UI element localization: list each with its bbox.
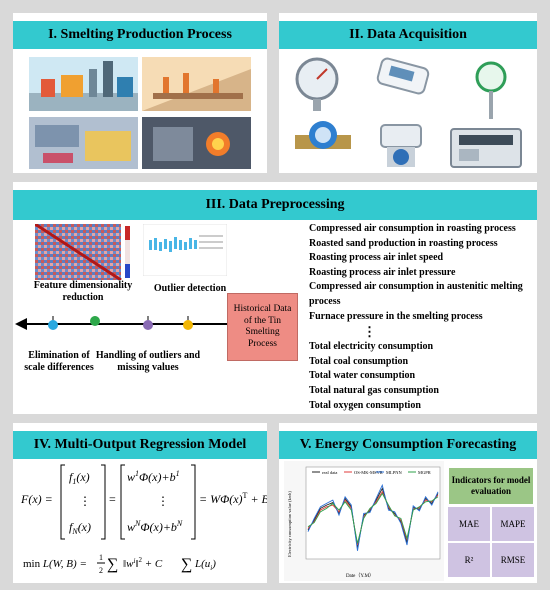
sensor-devices	[295, 57, 522, 168]
water-meter-icon	[295, 121, 351, 149]
series-line-3	[307, 492, 439, 544]
electricity-meter-icon	[450, 128, 522, 168]
section-regression-model: IV. Multi-Output Regression Model F(x) =…	[13, 423, 267, 583]
smelting-photos	[29, 57, 251, 169]
step-dot-outlier	[183, 320, 193, 330]
legend-label-3: MGPR	[418, 470, 431, 475]
metric-rmse: RMSE	[492, 543, 534, 577]
section-title: I. Smelting Production Process	[13, 21, 267, 49]
section-title: V. Energy Consumption Forecasting	[279, 431, 537, 459]
variable-item: Total oxygen consumption	[309, 399, 421, 411]
variable-item: Total natural gas consumption	[309, 384, 439, 396]
svg-text:fN(x): fN(x)	[69, 520, 91, 536]
legend-label-0: real data	[322, 470, 337, 475]
variable-item: Roasting process air inlet speed	[309, 252, 444, 264]
section-smelting-process: I. Smelting Production Process	[13, 13, 267, 173]
metric-r2: R²	[448, 543, 490, 577]
step-dot-scale	[48, 320, 58, 330]
section-data-preprocessing: III. Data Preprocessing Feature	[13, 182, 537, 414]
feature-dimensionality-label: Feature dimensionality reduction	[33, 280, 133, 303]
svg-text:∑: ∑	[107, 556, 118, 573]
svg-text:1: 1	[99, 553, 103, 562]
svg-text:F(x) =: F(x) =	[20, 492, 53, 506]
section-title: IV. Multi-Output Regression Model	[13, 431, 267, 459]
svg-text:‖wi‖2 + C: ‖wi‖2 + C	[123, 556, 163, 570]
metric-mape: MAPE	[492, 507, 534, 541]
preprocessing-timeline	[15, 316, 227, 330]
variable-list: Compressed air consumption in roasting p…	[309, 222, 535, 413]
variable-item: Roasting process air inlet pressure	[309, 266, 456, 278]
svg-text:2: 2	[99, 566, 103, 575]
ellipsis-icon: ⋮	[363, 324, 376, 340]
section-title: II. Data Acquisition	[279, 21, 537, 49]
outlier-detection-label: Outlier detection	[153, 283, 227, 294]
historical-data-label: Historical Data of the Tin Smelting Proc…	[233, 304, 292, 349]
chart-xlabel: Date（Y.M）	[346, 573, 374, 579]
svg-text:⋮: ⋮	[79, 494, 91, 508]
svg-text:wNΦ(x)+bN: wNΦ(x)+bN	[127, 519, 183, 534]
svg-text:L(ui): L(ui)	[194, 558, 216, 572]
section-energy-forecasting: V. Energy Consumption Forecasting real d…	[279, 423, 537, 583]
historical-data-box: Historical Data of the Tin Smelting Proc…	[227, 293, 298, 361]
machinery-photo	[29, 117, 138, 169]
pressure-gauge-icon	[295, 57, 339, 111]
metric-mae: MAE	[448, 507, 490, 541]
legend-label-1: OS-MK-MSVR	[354, 470, 383, 475]
step-dot-feature	[90, 316, 100, 326]
digital-gauge-icon	[475, 61, 507, 119]
step-dot-missing	[143, 320, 153, 330]
variable-item: Compressed air consumption in roasting p…	[309, 223, 516, 234]
flow-meter-icon	[380, 124, 422, 167]
svg-text:⋮: ⋮	[157, 494, 169, 508]
arrow-left-icon	[15, 318, 27, 330]
elimination-scale-label: Elimination of scale differences	[24, 350, 94, 373]
variable-item: Furnace pressure in the smelting process	[309, 310, 483, 322]
furnace-photo	[142, 117, 251, 169]
correlation-heatmap-thumbnail	[35, 224, 130, 280]
indicators-panel: Indicators for model evaluation MAE MAPE…	[448, 467, 534, 579]
svg-text:=: =	[109, 492, 116, 506]
svg-text:= WΦ(x)T + B: = WΦ(x)T + B	[199, 491, 267, 506]
section-title: III. Data Preprocessing	[13, 190, 537, 220]
indicators-title: Indicators for model evaluation	[451, 475, 531, 496]
variable-item: Compressed air consumption in austenitic…	[309, 281, 523, 307]
handling-outliers-label: Handling of outliers and missing values	[95, 350, 201, 373]
chart-ylabel: Electricity consumption value (kwh)	[287, 491, 292, 557]
legend-label-2: MLPNN	[386, 470, 403, 475]
smart-meter-icon	[376, 57, 430, 95]
variable-item: Total electricity consumption	[309, 341, 434, 353]
svg-text:∑: ∑	[181, 556, 192, 573]
variable-item: Roasted sand production in roasting proc…	[309, 237, 498, 249]
indicators-title-box: Indicators for model evaluation	[448, 467, 534, 505]
msvr-equations: F(x) = f1(x) ⋮ fN(x) = w1Φ(x)+b1 ⋮ wNΦ(x…	[20, 464, 267, 575]
boxplot-thumbnail	[143, 224, 227, 276]
variable-item: Total coal consumption	[309, 355, 409, 367]
variable-item: Total water consumption	[309, 370, 416, 382]
svg-text:f1(x): f1(x)	[69, 470, 90, 486]
svg-text:min L(W, B) =: min L(W, B) =	[23, 558, 87, 570]
svg-text:w1Φ(x)+b1: w1Φ(x)+b1	[127, 469, 180, 484]
factory-photo	[29, 57, 138, 111]
workers-photo	[142, 57, 251, 111]
section-data-acquisition: II. Data Acquisition	[279, 13, 537, 173]
